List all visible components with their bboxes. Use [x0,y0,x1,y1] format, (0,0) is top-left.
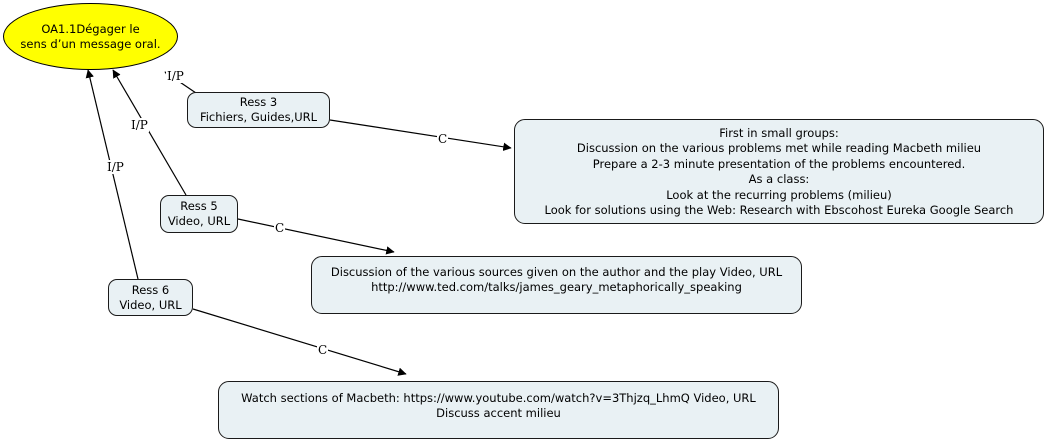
activity-box-top[interactable]: First in small groups: Discussion on the… [514,119,1044,224]
edge-label-c-activity-middle: C [274,221,286,235]
edge-label-ip-ress6: I/P [106,160,125,174]
edge-ress5-to-goal [112,69,187,196]
edge-ress6-to-goal [85,69,139,280]
edge-ress3-to-activity-top [329,119,512,151]
edge-label-ip-ress3: I/P [166,69,185,83]
edge-label-ip-ress5: I/P [130,118,149,132]
edge-label-c-activity-bottom: C [317,343,329,357]
resource-node-ress-5[interactable]: Ress 5 Video, URL [160,195,238,233]
activity-box-top-label: First in small groups: Discussion on the… [544,126,1014,218]
activity-box-middle[interactable]: Discussion of the various sources given … [311,256,802,314]
resource-node-ress-6-label: Ress 6 Video, URL [119,282,182,312]
activity-box-bottom-label: Watch sections of Macbeth: https://www.y… [241,391,756,421]
edge-ress6-to-activity-bottom [192,308,407,376]
resource-node-ress-3[interactable]: Ress 3 Fichiers, Guides,URL [187,92,330,128]
resource-node-ress-6[interactable]: Ress 6 Video, URL [108,279,193,316]
goal-node-label: OA1.1Dégager le sens d’un message oral. [20,21,161,51]
activity-box-bottom[interactable]: Watch sections of Macbeth: https://www.y… [218,381,779,439]
goal-node[interactable]: OA1.1Dégager le sens d’un message oral. [3,3,178,70]
edge-ress5-to-activity-middle [237,218,395,255]
resource-node-ress-5-label: Ress 5 Video, URL [167,199,231,228]
resource-node-ress-3-label: Ress 3 Fichiers, Guides,URL [199,95,318,124]
activity-box-middle-label: Discussion of the various sources given … [330,265,783,295]
edge-label-c-activity-top: C [437,132,449,146]
